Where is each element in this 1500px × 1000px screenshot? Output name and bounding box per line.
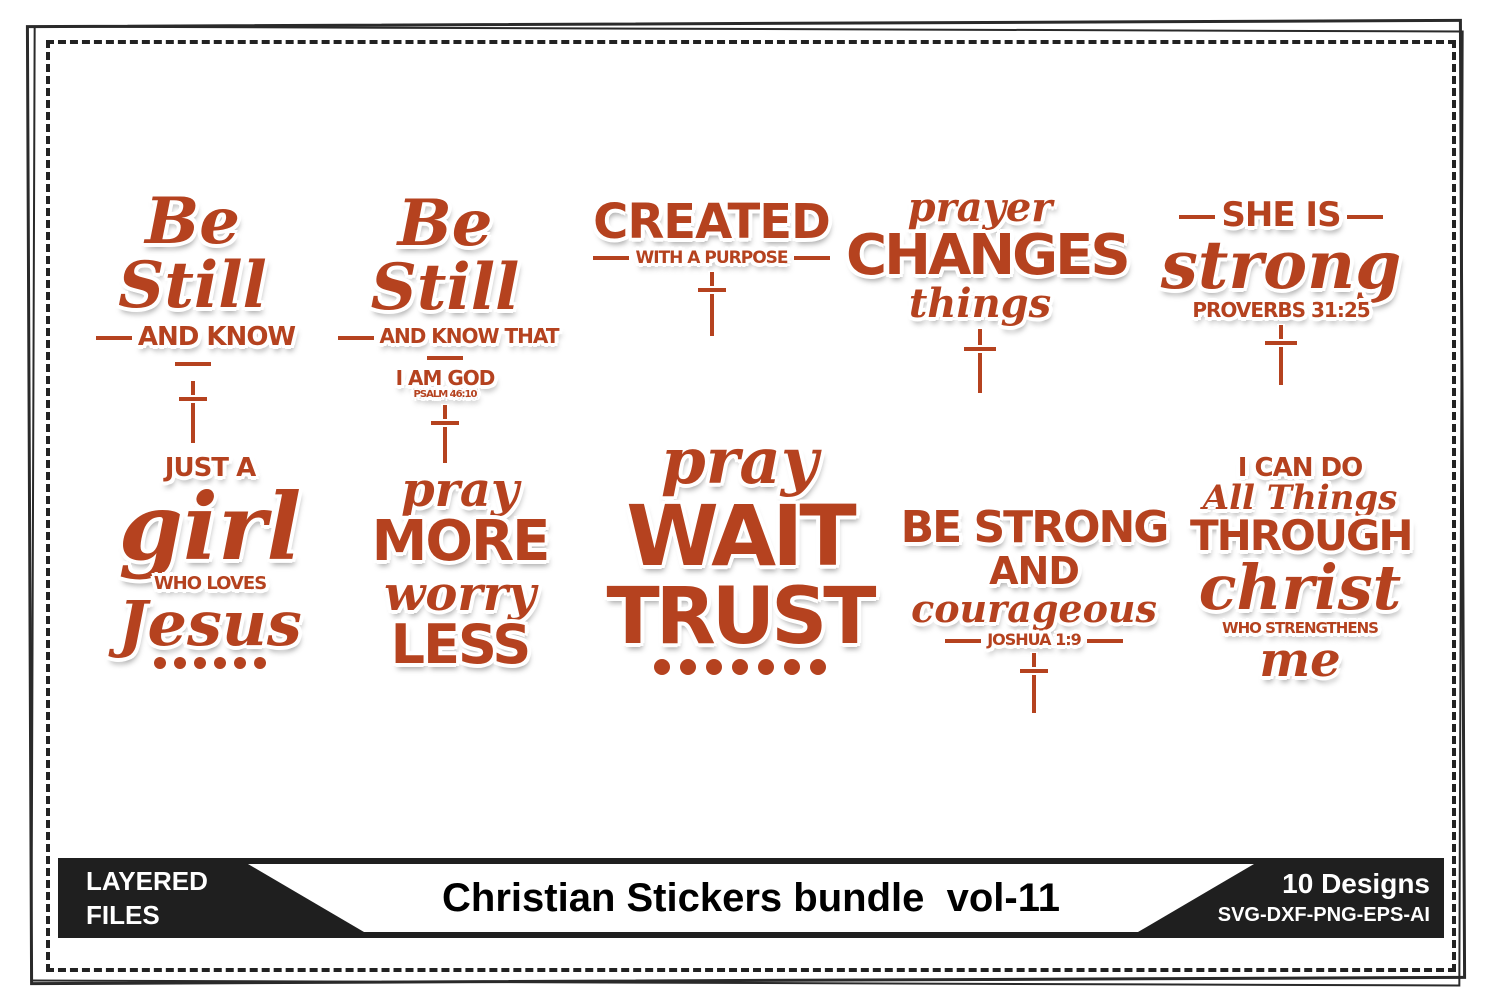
sticker-line: AND [989,549,1080,593]
sticker-line: WHO STRENGTHENS [1222,619,1379,637]
cross-icon [177,380,208,444]
sticker-line: JUST A [164,453,256,483]
sticker-line: girl [118,473,302,581]
sticker-just-a-girl-who-loves-jesus: JUST A girl WHO LOVES Jesus [110,455,310,671]
sticker-line: CREATED [593,194,831,250]
sticker-line: PSALM 46:10 [413,389,478,400]
sticker-line: AND KNOW THAT [318,326,572,366]
designs-count: 10 Designs [1282,868,1430,899]
file-formats: SVG-DXF-PNG-EPS-AI [1217,904,1430,926]
cross-icon [1019,652,1049,714]
sticker-line: pray [401,462,519,518]
sticker-be-still-and-know-that-i-am-god: Be Still AND KNOW THAT I AM GOD PSALM 46… [318,192,572,464]
cross-icon [963,328,997,394]
sticker-prayer-changes-things: prayer CHANGES things [846,184,1131,394]
layered-files-label: LAYERED FILES [86,864,208,932]
designs-label: 10 Designs SVG-DXF-PNG-EPS-AI [1218,868,1430,930]
sticker-line: courageous [911,586,1157,631]
sticker-i-can-do-all-things: I CAN DO All Things THROUGH christ WHO S… [1190,453,1414,688]
sticker-line: I CAN DO [1237,453,1363,483]
sticker-line: worry [384,566,536,622]
sticker-line: WITH A PURPOSE [584,250,839,267]
sticker-line: SHE IS [1138,198,1424,232]
files-label: FILES [86,900,160,930]
dashed-frame [46,40,1456,972]
dots-decoration [154,657,266,669]
sticker-be-still-and-know: Be Still AND KNOW [80,190,305,444]
sticker-be-strong-and-courageous: BE STRONG AND courageous JOSHUA 1:9 [898,506,1170,714]
sticker-line: TRUST [606,572,877,662]
sticker-line: All Things [1202,478,1398,518]
sticker-pray-wait-trust: pray WAIT TRUST [602,430,877,676]
cross-icon [696,271,727,337]
sticker-line: JOSHUA 1:9 [898,632,1170,648]
sticker-line: Jesus [118,587,302,660]
sticker-line: THROUGH [1190,511,1414,560]
layered-label: LAYERED [86,866,208,896]
sticker-line: WHO LOVES [153,573,267,594]
sticker-line: MORE [371,509,551,574]
sticker-line: christ [1198,551,1402,624]
cross-icon [1264,324,1298,386]
sticker-she-is-strong: SHE IS strong PROVERBS 31:25 [1138,198,1424,386]
bottom-banner: LAYERED FILES Christian Stickers bundle … [58,858,1444,938]
sticker-line: PROVERBS 31:25 [1192,298,1370,322]
dots-decoration [653,659,826,675]
sticker-line: AND KNOW [80,324,305,376]
sticker-pray-more-worry-less: pray MORE worry LESS [335,466,585,672]
sticker-line: me [1259,632,1341,688]
sticker-line: Be Still [370,186,520,325]
sticker-line: LESS [390,613,532,676]
sticker-line: I AM GOD [395,366,496,390]
banner-shape [58,858,1444,938]
sticker-created-with-a-purpose: CREATED WITH A PURPOSE [584,198,839,337]
sticker-line: pray [660,424,819,499]
sticker-line: BE STRONG [900,502,1170,553]
sticker-line: Be Still [118,184,267,323]
sticker-line: WAIT [626,487,856,585]
sticker-line: prayer [907,184,1053,231]
sticker-line: strong [1160,226,1402,304]
sticker-line: CHANGES [846,223,1131,288]
cross-icon [430,404,460,464]
sticker-line: things [908,280,1052,327]
banner-title: Christian Stickers bundle vol-11 [442,876,1060,920]
